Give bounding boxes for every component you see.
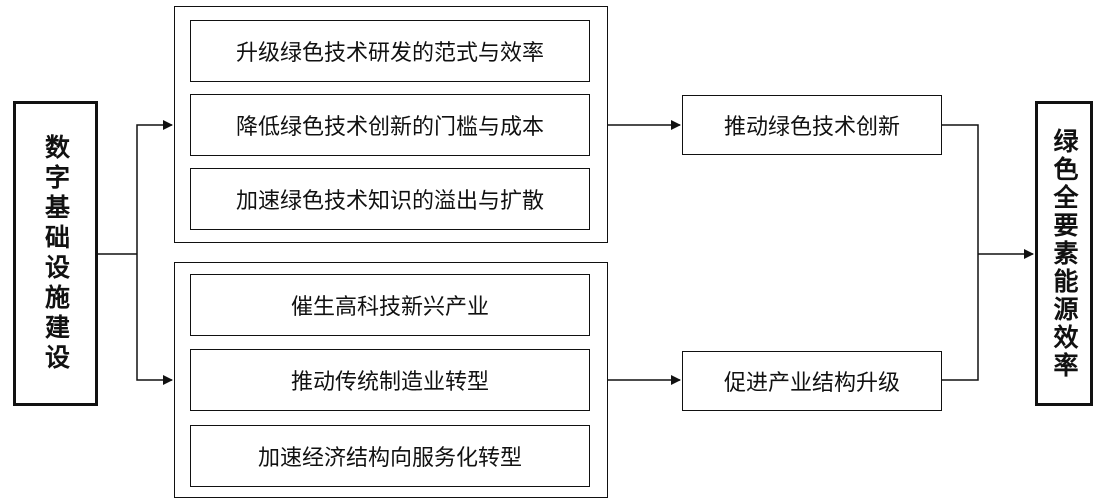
group-top-item-1-label: 升级绿色技术研发的范式与效率 bbox=[235, 41, 544, 66]
outcome-top-merge-line bbox=[942, 124, 979, 381]
target-box bbox=[1035, 101, 1093, 406]
group-bottom-item-1-label: 催生高科技新兴产业 bbox=[290, 295, 489, 320]
source-label: 数字基础设施建设 bbox=[41, 133, 71, 374]
outcome-bottom-box bbox=[682, 351, 942, 411]
outcome-top-box bbox=[682, 95, 942, 155]
group-bottom-item-1 bbox=[190, 274, 590, 336]
outcome-bottom-label: 促进产业结构升级 bbox=[723, 371, 900, 396]
arrow-to-top-group bbox=[136, 120, 173, 254]
target-label: 绿色全要素能源效率 bbox=[1050, 127, 1079, 380]
group-top-item-3-label: 加速绿色技术知识的溢出与扩散 bbox=[235, 189, 544, 214]
group-top-item-1 bbox=[190, 20, 590, 82]
source-box bbox=[13, 101, 98, 406]
group-top-item-3 bbox=[190, 168, 590, 230]
group-top-item-2 bbox=[190, 94, 590, 156]
outcome-top-label: 推动绿色技术创新 bbox=[723, 115, 900, 140]
arrow-to-bottom-group bbox=[136, 254, 173, 385]
group-bottom-item-2-label: 推动传统制造业转型 bbox=[290, 370, 489, 395]
group-bottom-item-3-label: 加速经济结构向服务化转型 bbox=[257, 446, 522, 471]
group-bottom-item-3 bbox=[190, 425, 590, 487]
group-bottom-item-2 bbox=[190, 349, 590, 411]
group-top-item-2-label: 降低绿色技术创新的门槛与成本 bbox=[235, 115, 544, 140]
